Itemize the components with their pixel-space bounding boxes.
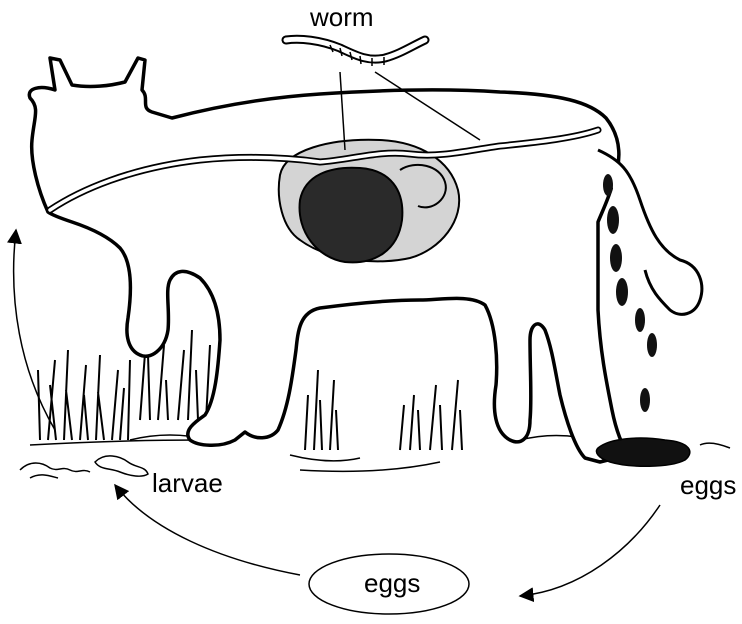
worm-illustration: [286, 39, 425, 66]
arrow-eggs-to-oval: [520, 505, 660, 596]
arrow-oval-to-larvae: [115, 485, 300, 575]
larvae-illustration: [20, 456, 148, 478]
cow-body: [29, 58, 628, 462]
label-eggs-right: eggs: [680, 472, 736, 498]
grass-left: [30, 330, 210, 445]
label-eggs-bottom: eggs: [364, 570, 420, 596]
grass-middle: [290, 370, 462, 471]
dung-pile: [597, 438, 690, 466]
label-larvae: larvae: [152, 470, 223, 496]
arrow-larvae-to-cow: [14, 230, 55, 430]
label-worm: worm: [310, 4, 374, 30]
